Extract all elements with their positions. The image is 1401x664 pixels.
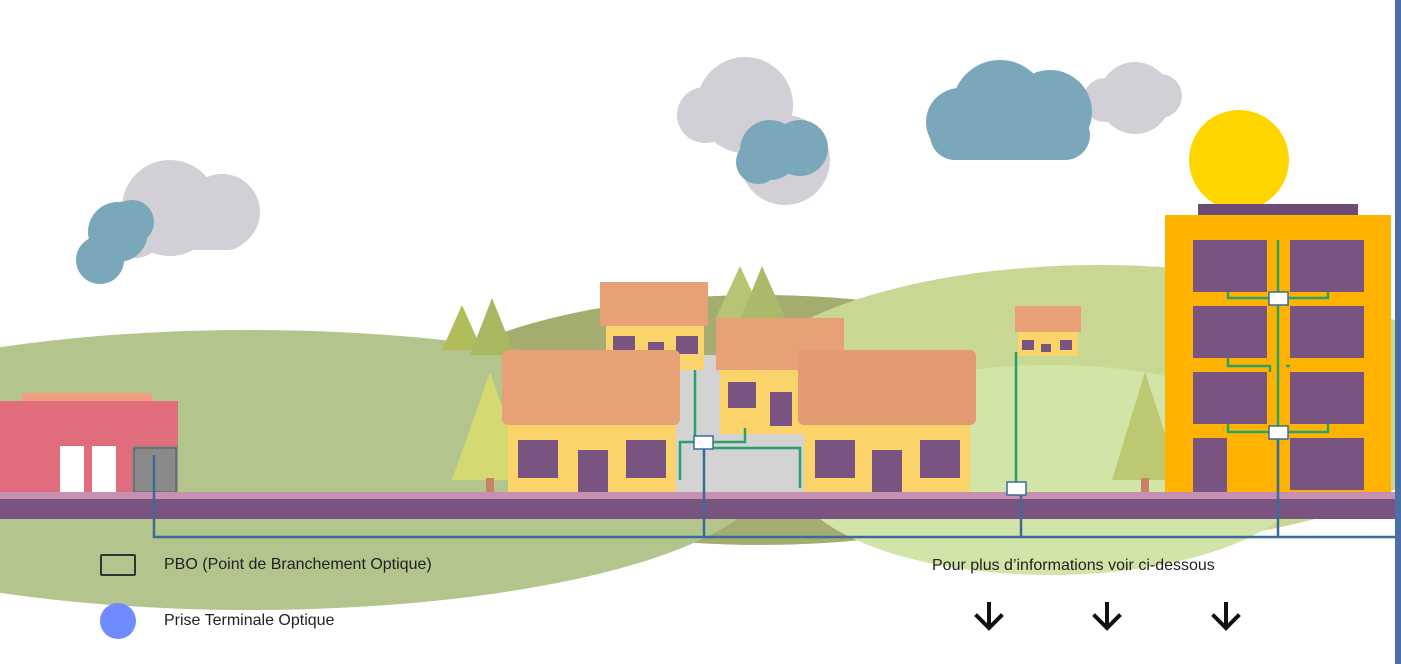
- more-info-text: Pour plus d’informations voir ci-dessous: [932, 557, 1215, 574]
- arrow-down-icon[interactable]: [1209, 602, 1243, 632]
- cloud-right: [926, 60, 1182, 160]
- tree-right: [1112, 372, 1180, 494]
- pbo-box-building-upper: [1268, 291, 1289, 306]
- pto-legend-icon: [100, 603, 136, 639]
- pbo-box-small-house: [1006, 481, 1027, 496]
- pbo-legend-icon: [100, 554, 136, 576]
- pbo-box-building-lower: [1268, 425, 1289, 440]
- apartment-building: [1165, 204, 1391, 497]
- tree-group-back: [442, 266, 786, 355]
- drop-cables: [678, 240, 1330, 490]
- road: [0, 499, 1395, 519]
- shop-building: [0, 393, 178, 496]
- sun-icon: [1189, 110, 1289, 210]
- arrow-down-icon[interactable]: [972, 602, 1006, 632]
- pto-legend-label: Prise Terminale Optique: [164, 612, 335, 629]
- house-front-right: [798, 350, 976, 496]
- legend-pbo: PBO (Point de Branchement Optique): [100, 554, 432, 576]
- fiber-backbone: [152, 440, 1395, 539]
- cloud-middle: [677, 57, 830, 205]
- arrow-down-icon[interactable]: [1090, 602, 1124, 632]
- sidewalk: [0, 492, 1395, 499]
- pbo-legend-label: PBO (Point de Branchement Optique): [164, 556, 432, 573]
- pbo-box-street: [693, 435, 714, 450]
- house-front-left: [502, 350, 680, 496]
- cloud-left: [76, 160, 260, 284]
- legend-pto: Prise Terminale Optique: [100, 603, 334, 639]
- frame-border: [1395, 0, 1401, 664]
- house-small-right: [1015, 306, 1081, 356]
